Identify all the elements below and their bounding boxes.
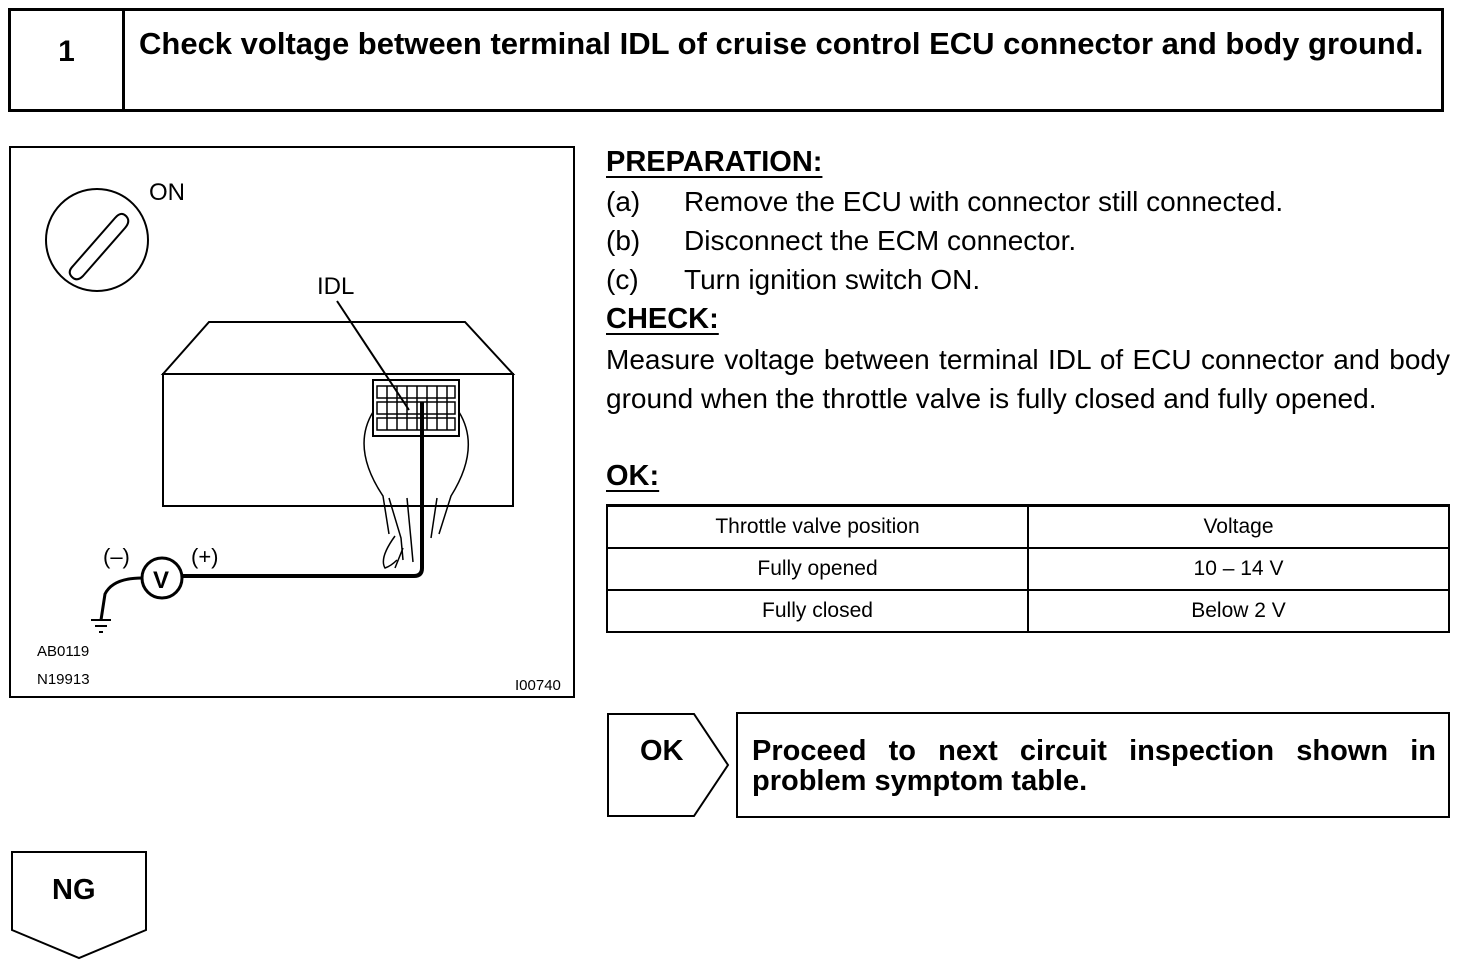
step-header: 1 Check voltage between terminal IDL of … <box>8 8 1444 112</box>
ok-result-text: Proceed to next circuit inspection shown… <box>752 735 1436 797</box>
table-header-row: Throttle valve position Voltage <box>606 504 1450 549</box>
figure-code-1: AB0119 <box>37 643 89 660</box>
check-heading: CHECK: <box>606 303 719 335</box>
positive-probe-lead <box>181 402 424 578</box>
ok-arrow-icon <box>607 713 730 817</box>
prep-step-text: Disconnect the ECM connector. <box>684 225 1077 256</box>
wiring-illustration: ON IDL <box>9 146 575 698</box>
negative-probe-lead <box>99 576 143 621</box>
prep-step-text: Remove the ECU with connector still conn… <box>684 186 1284 217</box>
ecu-unit-icon <box>160 321 516 507</box>
table-header-cell: Throttle valve position <box>606 504 1029 549</box>
preparation-heading: PREPARATION: <box>606 146 823 178</box>
prep-step-c: (c) Turn ignition switch ON. <box>606 264 980 296</box>
prep-step-b: (b) Disconnect the ECM connector. <box>606 225 1076 257</box>
switch-on-label: ON <box>149 179 185 206</box>
table-cell: Fully closed <box>606 589 1029 633</box>
ok-result-label: OK <box>640 735 684 767</box>
prep-step-a: (a) Remove the ECU with connector still c… <box>606 186 1283 218</box>
ground-symbol-icon <box>91 619 111 633</box>
ng-result-label: NG <box>52 874 96 906</box>
voltage-spec-table: Throttle valve position Voltage Fully op… <box>606 504 1450 633</box>
table-cell: 10 – 14 V <box>1027 547 1450 591</box>
ignition-switch-icon <box>45 188 149 292</box>
table-row: Fully closed Below 2 V <box>606 589 1450 633</box>
ecu-connector-icon <box>372 379 460 437</box>
figure-code-3: I00740 <box>515 677 561 694</box>
ok-heading: OK: <box>606 460 660 492</box>
ng-arrow-icon <box>11 851 147 960</box>
prep-step-text: Turn ignition switch ON. <box>684 264 981 295</box>
voltmeter-label: V <box>153 567 169 594</box>
table-cell: Below 2 V <box>1027 589 1450 633</box>
ecu-diagram: ON IDL <box>37 179 561 694</box>
ok-result-box: Proceed to next circuit inspection shown… <box>736 712 1450 818</box>
negative-terminal-label: (–) <box>103 544 130 569</box>
positive-terminal-label: (+) <box>191 544 219 569</box>
idl-label: IDL <box>317 273 354 300</box>
table-row: Fully opened 10 – 14 V <box>606 547 1450 591</box>
prep-step-letter: (a) <box>606 186 641 217</box>
step-title: Check voltage between terminal IDL of cr… <box>139 26 1424 61</box>
check-instruction: Measure voltage between terminal IDL of … <box>606 344 1450 414</box>
table-cell: Fully opened <box>606 547 1029 591</box>
figure-code-2: N19913 <box>37 671 90 688</box>
step-number: 1 <box>11 11 125 109</box>
table-header-cell: Voltage <box>1027 504 1450 549</box>
prep-step-letter: (b) <box>606 225 641 256</box>
prep-step-letter: (c) <box>606 264 639 295</box>
